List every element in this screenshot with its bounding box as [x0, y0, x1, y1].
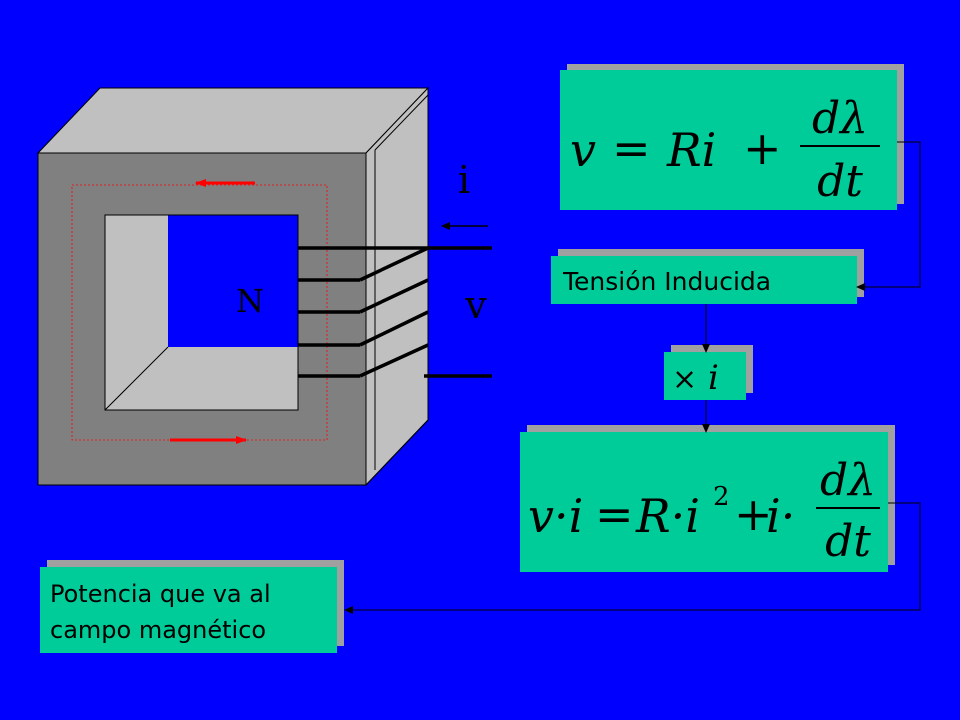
power-eq-numerator: dλ: [820, 455, 876, 506]
multiply-box: × i: [664, 345, 753, 400]
voltage-eq-equals: =: [612, 121, 651, 175]
voltage-eq-numerator: dλ: [812, 93, 868, 144]
connector-power-to-magnetic: [344, 502, 921, 614]
power-label-line2: campo magnético: [50, 616, 266, 644]
core-window-hole: [168, 215, 298, 347]
power-eq-term1: R·i: [635, 489, 700, 543]
power-label-line1: Potencia que va al: [50, 580, 271, 608]
voltage-eq-denominator: dt: [817, 156, 863, 207]
current-label: i: [458, 158, 470, 202]
voltage-equation-box: v = Ri + dλ dt: [560, 64, 904, 210]
power-eq-equals: =: [595, 487, 634, 541]
power-eq-plus: +: [734, 487, 773, 541]
voltage-eq-plus: +: [743, 121, 782, 175]
multiply-sign: ×: [672, 362, 697, 397]
coil-winding: [298, 246, 492, 378]
power-eq-exponent: 2: [713, 482, 730, 512]
core-window-inner-bottom: [105, 347, 298, 410]
core-top-face: [36, 87, 430, 154]
magnetic-core: [36, 86, 430, 487]
induced-voltage-label: Tensión Inducida: [562, 267, 771, 296]
voltage-eq-term1: Ri: [666, 123, 716, 177]
magnetic-power-box: Potencia que va al campo magnético: [40, 560, 344, 653]
turns-label: N: [236, 282, 264, 320]
multiply-var: i: [708, 358, 719, 398]
power-eq-lhs: v·i: [528, 489, 583, 543]
connector-voltage-to-induced: [856, 141, 921, 291]
induced-voltage-box: Tensión Inducida: [551, 249, 864, 304]
power-equation-box: v·i = R·i 2 + i· dλ dt: [520, 425, 895, 572]
power-eq-term2: i·: [766, 489, 795, 543]
voltage-label: v: [464, 283, 487, 327]
core-window-inner-left: [105, 215, 168, 410]
voltage-eq-lhs: v: [570, 123, 596, 177]
power-eq-denominator: dt: [825, 516, 871, 567]
